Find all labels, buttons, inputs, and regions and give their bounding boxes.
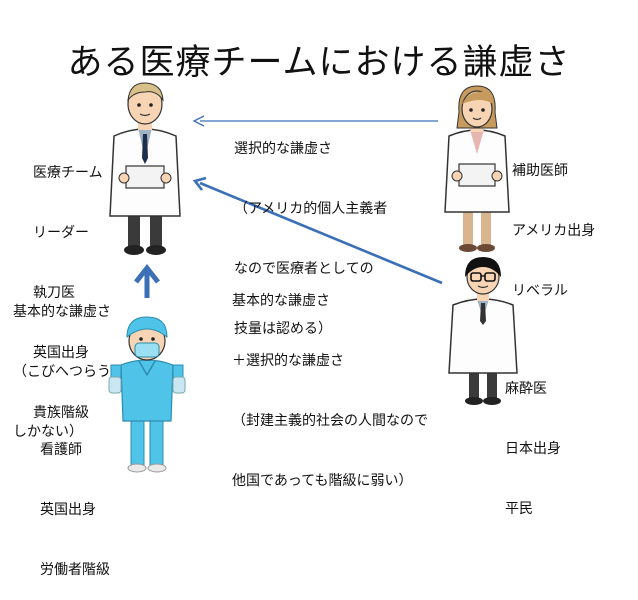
edge-nurse-line-3: しかない）: [13, 422, 111, 442]
edge-anesthetist-line-4: 他国であっても階級に弱い）: [232, 471, 428, 491]
nurse-line-2: 英国出身: [40, 500, 110, 520]
edge-nurse-line-1: 基本的な謙虚さ: [13, 302, 111, 322]
edge-nurse-line-2: （こびへつらう: [13, 362, 111, 382]
edge-label-anesthetist-leader: 基本的な謙虚さ ＋選択的な謙虚さ （封建主義的社会の人間なので 他国であっても階…: [232, 251, 428, 511]
edge-assistant-line-1: 選択的な謙虚さ: [234, 139, 387, 159]
anesthetist-line-3: 平民: [505, 499, 561, 519]
edge-assistant-line-2: （アメリカ的個人主義者: [234, 199, 387, 219]
edge-label-nurse-leader: 基本的な謙虚さ （こびへつらう しかない）: [13, 262, 111, 462]
nurse-line-3: 労働者階級: [40, 560, 110, 580]
edge-anesthetist-line-1: 基本的な謙虚さ: [232, 291, 428, 311]
edge-anesthetist-line-3: （封建主義的社会の人間なので: [232, 411, 428, 431]
edge-anesthetist-line-2: ＋選択的な謙虚さ: [232, 351, 428, 371]
